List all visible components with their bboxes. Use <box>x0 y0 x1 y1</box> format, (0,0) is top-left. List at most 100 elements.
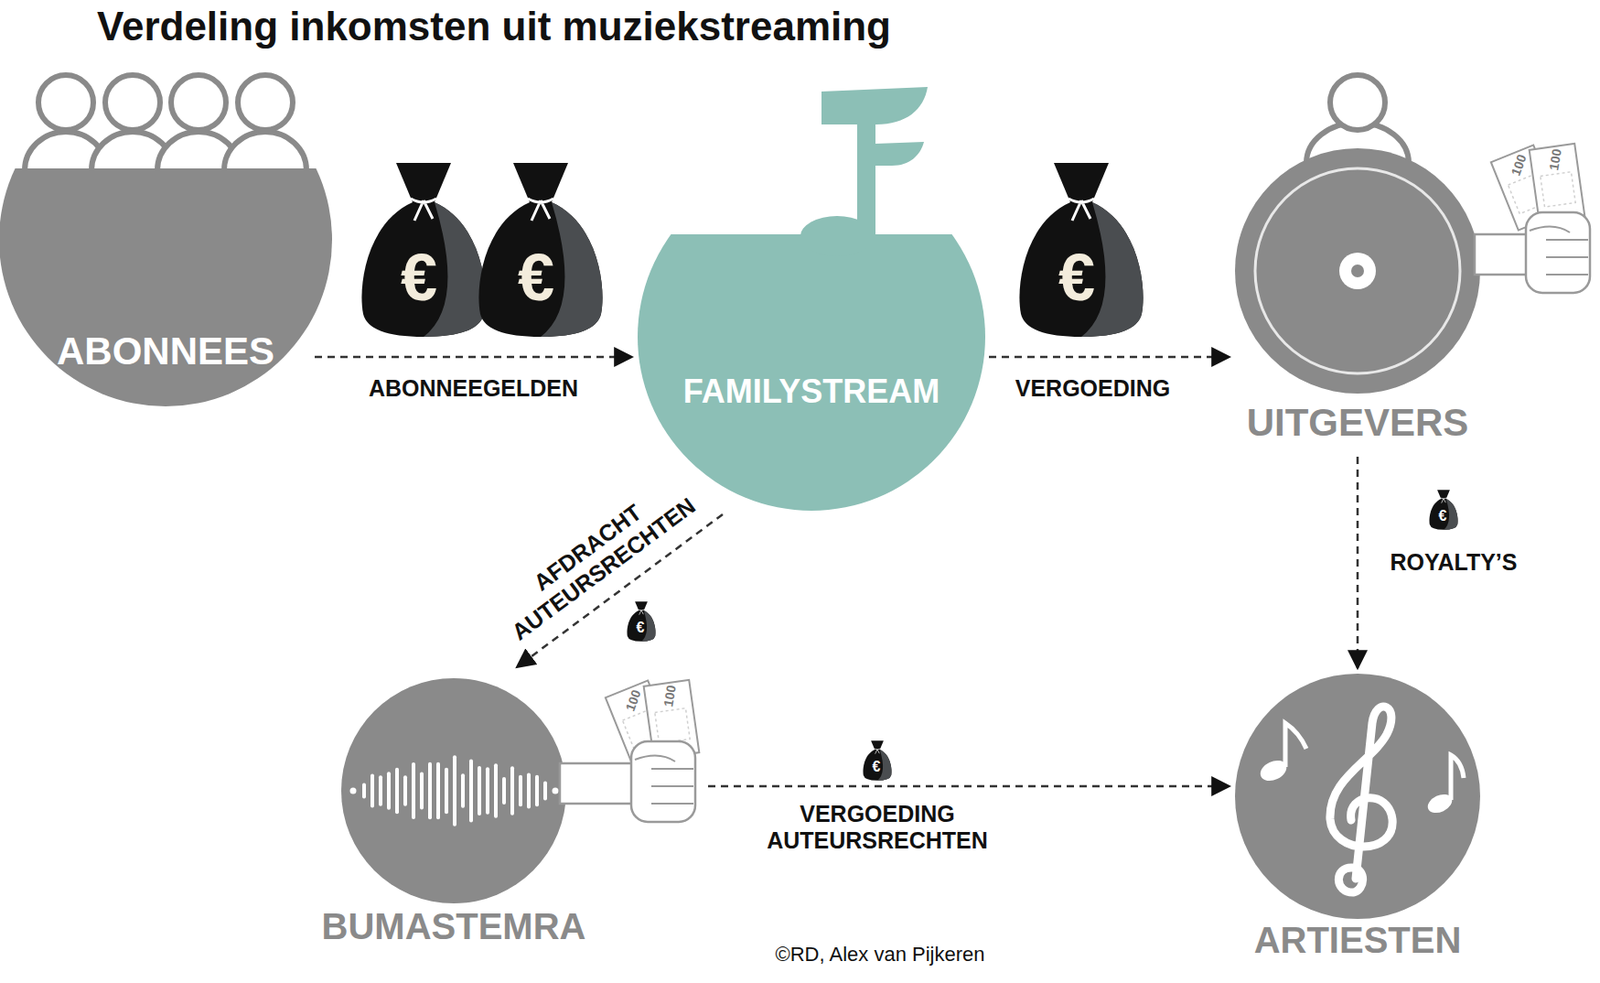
wave-bar <box>403 776 408 805</box>
diagram-title-holder: Verdeling inkomsten uit muziekstreaming <box>96 3 1287 50</box>
wave-bar <box>526 774 531 807</box>
wave-bar <box>502 778 506 803</box>
logo-flag <box>875 141 924 166</box>
person-head <box>237 75 293 130</box>
node-title: FAMILYSTREAM <box>655 372 967 410</box>
wave-bar <box>452 756 457 824</box>
bag-body <box>1428 498 1458 530</box>
hand-wrist <box>559 762 641 804</box>
note-stem <box>1285 722 1307 767</box>
thumb-line <box>1529 225 1570 233</box>
currency-sign-holder: € <box>623 618 656 636</box>
edge-label: ABONNEEGELDEN <box>327 375 621 402</box>
person-head <box>105 75 161 130</box>
bag-tie <box>1068 198 1095 221</box>
bag-tie <box>1440 497 1447 504</box>
logo-stem <box>857 118 876 240</box>
currency-sign-holder: € <box>859 757 892 775</box>
edge-label: ROYALTY’S <box>1375 548 1532 576</box>
currency-sign-holder: € <box>463 237 609 317</box>
wave-bar <box>510 767 515 814</box>
record-label <box>1339 252 1376 290</box>
bag-shade <box>540 202 603 337</box>
wave-bar <box>370 774 375 806</box>
wave-bar <box>444 769 449 813</box>
record-ring <box>1255 168 1461 374</box>
bag-tie <box>874 748 881 754</box>
flow-arrow <box>516 514 723 667</box>
finger-line <box>1546 256 1589 258</box>
node-title: BUMASTEMRA <box>316 904 591 947</box>
wave-bar <box>411 763 416 817</box>
money-bag <box>478 162 602 337</box>
bag-body <box>862 749 892 781</box>
edge-label: AFDRACHT AUTEURSRECHTEN <box>484 466 708 651</box>
bag-top <box>513 162 569 203</box>
service-bowl <box>637 234 986 511</box>
node-outline <box>1234 73 1597 453</box>
edge-label-holder: AFDRACHT AUTEURSRECHTEN <box>484 466 708 651</box>
bag-tie <box>638 609 645 615</box>
wave-bar <box>485 768 490 812</box>
flow-arrow <box>314 355 633 359</box>
node-shape: FAMILYSTREAM <box>637 86 986 511</box>
node-title: ABONNEES <box>28 329 303 374</box>
bag-top <box>634 601 648 611</box>
wave-bar <box>428 763 432 817</box>
edge-label: VERGOEDING <box>983 375 1203 402</box>
node-shape: ABONNEES <box>0 68 312 421</box>
bag-shade <box>423 202 486 337</box>
wave-bar <box>419 773 424 808</box>
wave-dot <box>350 787 357 795</box>
currency-sign: € <box>1426 506 1459 525</box>
bag-top <box>870 740 884 750</box>
wave-bar <box>436 763 441 817</box>
banknote-pattern <box>1540 171 1576 207</box>
bag-shade <box>1443 498 1459 530</box>
flow-arrow <box>708 784 1230 788</box>
currency-sign: € <box>463 237 609 317</box>
note-stem <box>1450 754 1464 800</box>
edge-label: VERGOEDING AUTEURSRECHTEN <box>740 800 1015 854</box>
record-hole <box>1351 264 1364 278</box>
money-bag <box>862 740 892 781</box>
person-head <box>1330 75 1386 130</box>
currency-sign-holder: € <box>1426 506 1459 525</box>
treble-clef <box>1330 706 1393 892</box>
group-circle <box>0 168 333 407</box>
currency-sign: € <box>859 757 892 775</box>
bag-tie <box>410 198 437 221</box>
bag-body <box>1019 202 1143 337</box>
currency-sign-holder: € <box>1004 237 1149 317</box>
artist-circle <box>1234 673 1481 919</box>
finger-line <box>651 802 694 805</box>
bag-body <box>626 610 656 642</box>
currency-sign: € <box>1004 237 1149 317</box>
node-title: ARTIESTEN <box>1220 918 1495 961</box>
wave-bar <box>386 773 391 807</box>
money-bag <box>626 601 656 642</box>
wave-bar <box>378 776 383 804</box>
bag-shade <box>877 749 892 781</box>
wave-bar <box>535 776 539 806</box>
hand-fist <box>631 740 696 822</box>
node-outline <box>637 86 986 511</box>
bag-body <box>478 202 602 337</box>
bag-body <box>361 202 485 337</box>
person-body <box>224 131 307 171</box>
node-shape: BUMASTEMRA <box>338 672 705 956</box>
credit-caption-holder: ©RD, Alex van Pijkeren <box>733 942 1027 967</box>
money-bag <box>1019 162 1143 337</box>
node-shape: UITGEVERS <box>1234 73 1597 453</box>
edge-label-holder: ABONNEEGELDEN <box>327 375 621 402</box>
currency-sign-holder: € <box>346 237 492 317</box>
record-disc <box>1234 148 1481 394</box>
finger-line <box>651 784 694 787</box>
node-title: UITGEVERS <box>1220 400 1495 445</box>
finger-line <box>1546 238 1589 241</box>
wave-bar <box>493 764 498 817</box>
bag-top <box>396 162 452 203</box>
wave-bar <box>477 767 482 814</box>
thumb-line <box>634 754 676 762</box>
